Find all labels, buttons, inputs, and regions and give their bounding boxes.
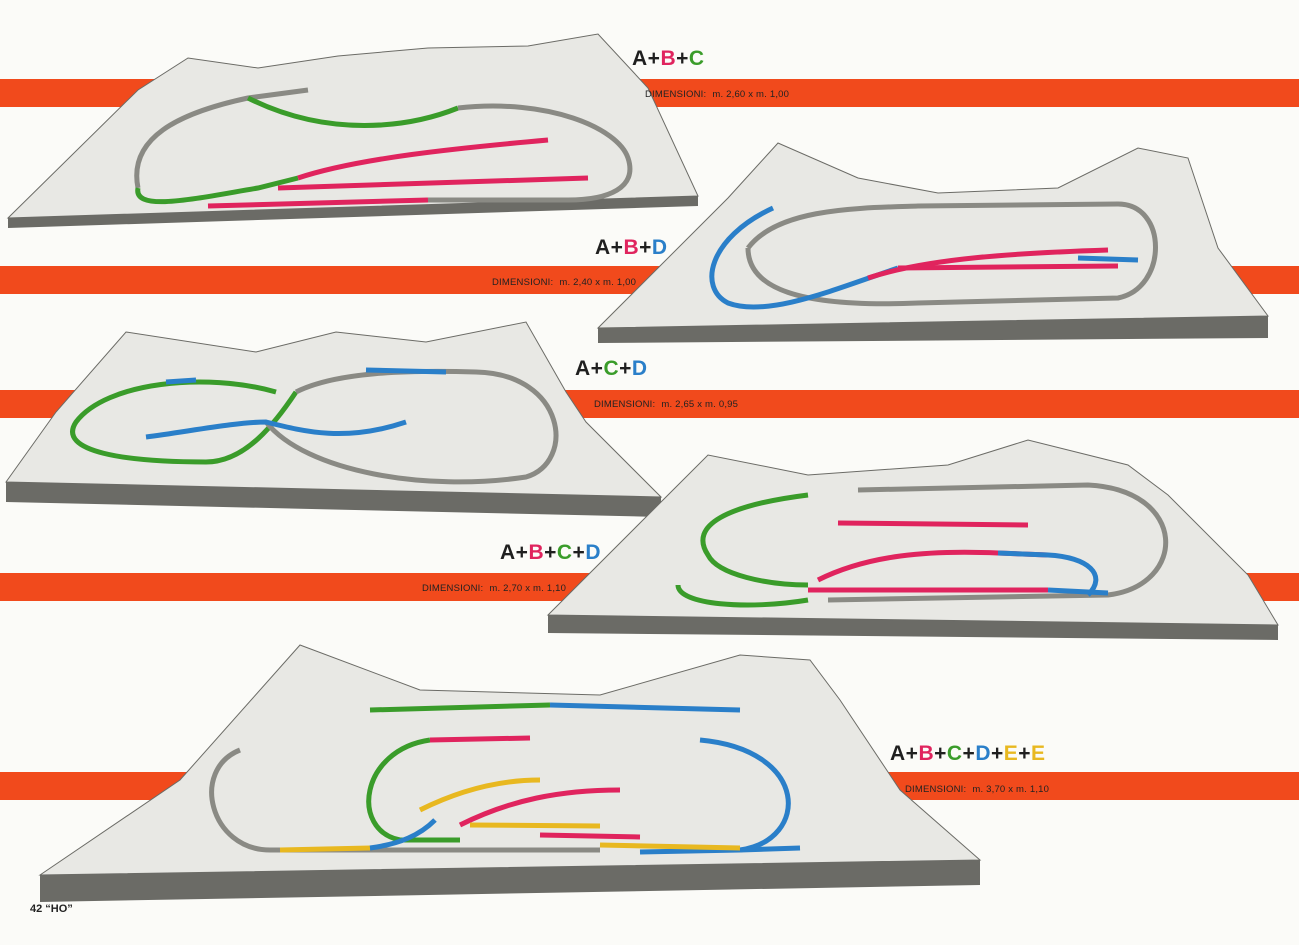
combo-letter-b: B: [660, 47, 677, 70]
combo-letter-e: E: [1031, 742, 1046, 765]
combo-letter-c: C: [603, 357, 620, 380]
combo-plus-sign: +: [990, 742, 1004, 765]
layout-abc-diorama: [6, 33, 699, 228]
layout-abd-diorama: [596, 142, 1269, 343]
combo-title-4: A+B+C+D: [500, 541, 601, 565]
combo-plus-sign: +: [962, 742, 976, 765]
combo-plus-sign: +: [905, 742, 919, 765]
combo-title-2: A+B+D: [595, 236, 668, 260]
combo-plus-sign: +: [610, 236, 624, 259]
dimensions-value-5: m. 3,70 x m. 1,10: [972, 784, 1050, 795]
dimensions-2: DIMENSIONI: m. 2,40 x m. 1,00: [492, 277, 636, 288]
layout-abcd-illustration: [546, 435, 1279, 640]
combo-plus-sign: +: [1018, 742, 1032, 765]
combo-letter-a: A: [595, 236, 611, 259]
dimensions-label-5: DIMENSIONI:: [905, 784, 967, 795]
dimensions-3: DIMENSIONI: m. 2,65 x m. 0,95: [594, 399, 738, 410]
dimensions-label-1: DIMENSIONI:: [645, 89, 707, 100]
combo-plus-sign: +: [639, 236, 652, 259]
combo-plus-sign: +: [619, 357, 632, 380]
combo-title-1: A+B+C: [632, 47, 705, 71]
combo-title-3: A+C+D: [575, 357, 648, 381]
layout-abcdee-illustration: [38, 640, 982, 910]
layout-abd-illustration: [596, 138, 1269, 343]
dimensions-label-3: DIMENSIONI:: [594, 399, 656, 410]
combo-letter-d: D: [631, 357, 648, 380]
layout-acd-diorama: [5, 321, 663, 517]
combo-plus-sign: +: [572, 541, 586, 564]
combo-title-5: A+B+C+D+E+E: [890, 742, 1046, 766]
layout-abc-illustration: [6, 28, 699, 228]
combo-plus-sign: +: [590, 357, 604, 380]
combo-plus-sign: +: [934, 742, 947, 765]
combo-letter-b: B: [528, 541, 545, 564]
combo-plus-sign: +: [647, 47, 661, 70]
combo-letter-b: B: [623, 236, 640, 259]
combo-letter-d: D: [975, 742, 991, 765]
dimensions-1: DIMENSIONI: m. 2,60 x m. 1,00: [645, 89, 789, 100]
combo-letter-a: A: [890, 742, 906, 765]
combo-letter-a: A: [575, 357, 591, 380]
combo-letter-b: B: [918, 742, 935, 765]
dimensions-label-2: DIMENSIONI:: [492, 277, 554, 288]
combo-letter-d: D: [585, 541, 601, 564]
dimensions-value-3: m. 2,65 x m. 0,95: [661, 399, 739, 410]
dimensions-4: DIMENSIONI: m. 2,70 x m. 1,10: [422, 583, 566, 594]
combo-letter-a: A: [500, 541, 516, 564]
layout-acd-illustration: [5, 312, 663, 517]
dimensions-value-4: m. 2,70 x m. 1,10: [489, 583, 567, 594]
dimensions-value-2: m. 2,40 x m. 1,00: [559, 277, 637, 288]
dimensions-value-1: m. 2,60 x m. 1,00: [712, 89, 790, 100]
combo-letter-c: C: [556, 541, 573, 564]
combo-plus-sign: +: [544, 541, 557, 564]
layout-abcd-diorama: [546, 439, 1279, 640]
dimensions-label-4: DIMENSIONI:: [422, 583, 484, 594]
combo-letter-a: A: [632, 47, 648, 70]
page-number: 42 “HO”: [30, 903, 73, 915]
combo-plus-sign: +: [515, 541, 529, 564]
combo-letter-d: D: [651, 236, 668, 259]
combo-letter-e: E: [1003, 742, 1019, 765]
combo-plus-sign: +: [676, 47, 689, 70]
combo-letter-c: C: [688, 47, 705, 70]
dimensions-5: DIMENSIONI: m. 3,70 x m. 1,10: [905, 784, 1049, 795]
layout-abcdee-diorama: [38, 644, 982, 902]
combo-letter-c: C: [946, 742, 963, 765]
